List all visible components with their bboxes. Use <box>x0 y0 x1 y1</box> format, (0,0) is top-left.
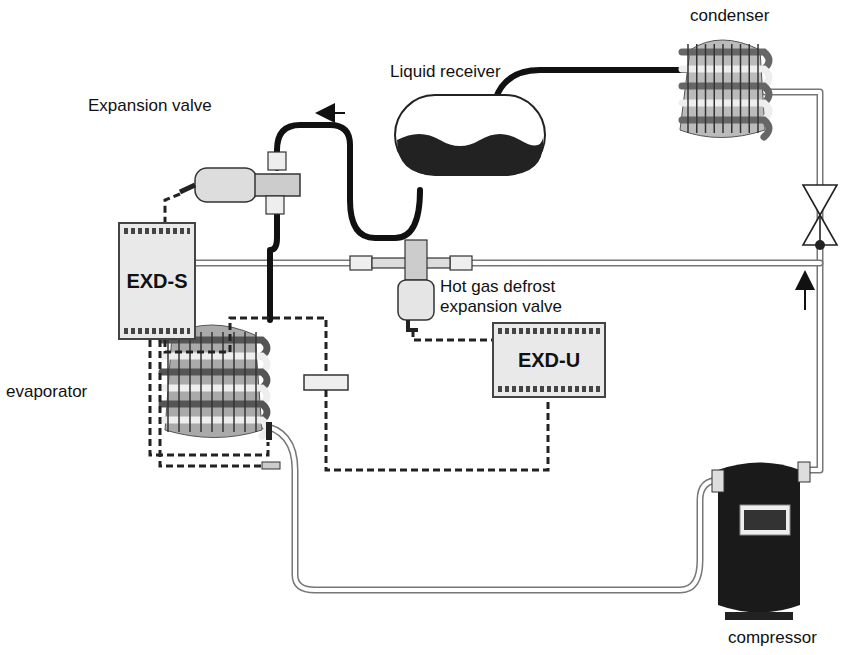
part-label: Hot gas defrost expansion valve <box>440 277 575 316</box>
expansion-valve <box>180 152 300 214</box>
terminal-strip <box>124 228 190 234</box>
flow-arrow <box>804 280 806 310</box>
pressure-transducer <box>304 375 348 390</box>
part-label: evaporator <box>6 382 87 402</box>
compressor <box>712 462 810 620</box>
terminal-strip <box>498 328 600 334</box>
valve-symbol <box>803 185 837 250</box>
part-label: compressor <box>728 628 817 648</box>
part-label: Liquid receiver <box>390 62 501 82</box>
temperature-sensor <box>266 422 272 440</box>
controller-name: EXD-U <box>518 349 580 372</box>
evaporator-coil <box>162 325 267 438</box>
condenser-coil <box>680 40 769 138</box>
flow-arrow <box>325 112 345 114</box>
controller-box: EXD-U <box>492 322 606 398</box>
part-label: Expansion valve <box>88 96 212 116</box>
control-wires <box>150 194 548 470</box>
controller-name: EXD-S <box>126 270 187 293</box>
controller-box: EXD-S <box>118 222 196 340</box>
temperature-sensor <box>262 462 280 469</box>
part-label: condenser <box>690 6 769 26</box>
terminal-strip <box>498 386 600 392</box>
liquid-line <box>270 70 700 320</box>
liquid-receiver <box>395 95 545 175</box>
terminal-strip <box>124 328 190 334</box>
